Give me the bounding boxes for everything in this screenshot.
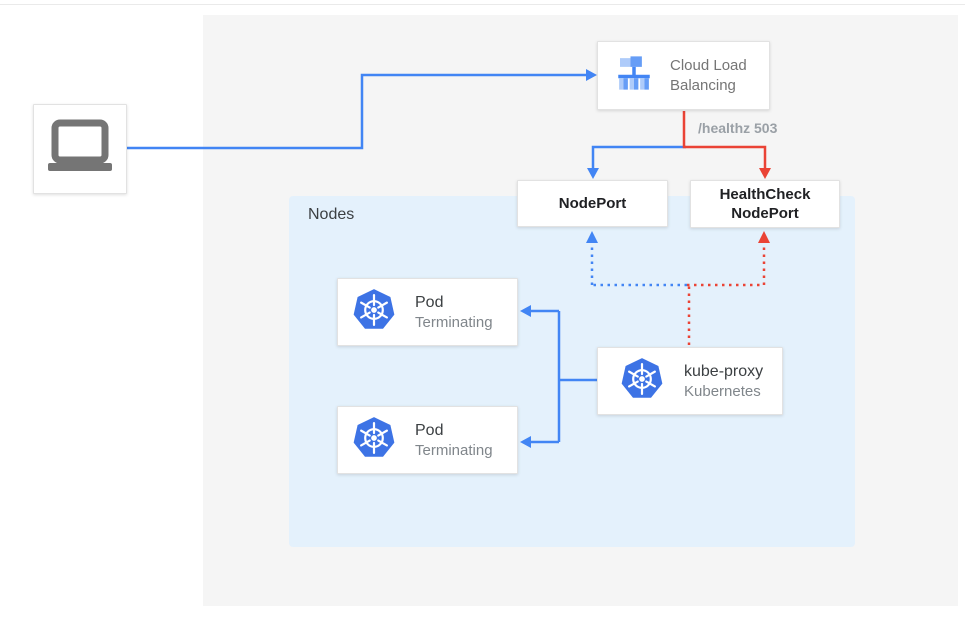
healthcheck-nodeport-label: HealthCheck NodePort (719, 186, 811, 222)
pod-status: Terminating (415, 313, 493, 331)
kube-proxy-node: kube-proxy Kubernetes (597, 347, 783, 415)
nodeport-node: NodePort (517, 180, 668, 227)
laptop-icon (47, 119, 113, 180)
kubernetes-icon (352, 416, 396, 465)
cloud-load-balancing-node: Cloud Load Balancing (597, 41, 770, 110)
pod-title: Pod (415, 421, 444, 439)
cloud-load-balancing-label: Cloud Load Balancing (670, 56, 747, 94)
kubernetes-icon (352, 288, 396, 337)
healthz-status-label: /healthz 503 (698, 120, 778, 136)
pod-status: Terminating (415, 441, 493, 459)
pod-title: Pod (415, 293, 444, 311)
client-node (33, 104, 127, 194)
nodeport-label: NodePort (558, 195, 627, 212)
kubernetes-icon (620, 357, 664, 406)
pod-node-1: Pod Terminating (337, 278, 518, 346)
healthcheck-nodeport-node: HealthCheck NodePort (690, 180, 840, 228)
top-divider (0, 4, 965, 5)
pod-node-2: Pod Terminating (337, 406, 518, 474)
cloud-load-balancing-icon (613, 52, 655, 99)
kube-proxy-subtitle: Kubernetes (684, 382, 761, 400)
kube-proxy-title: kube-proxy (684, 362, 764, 380)
nodes-group-label: Nodes (308, 206, 355, 223)
